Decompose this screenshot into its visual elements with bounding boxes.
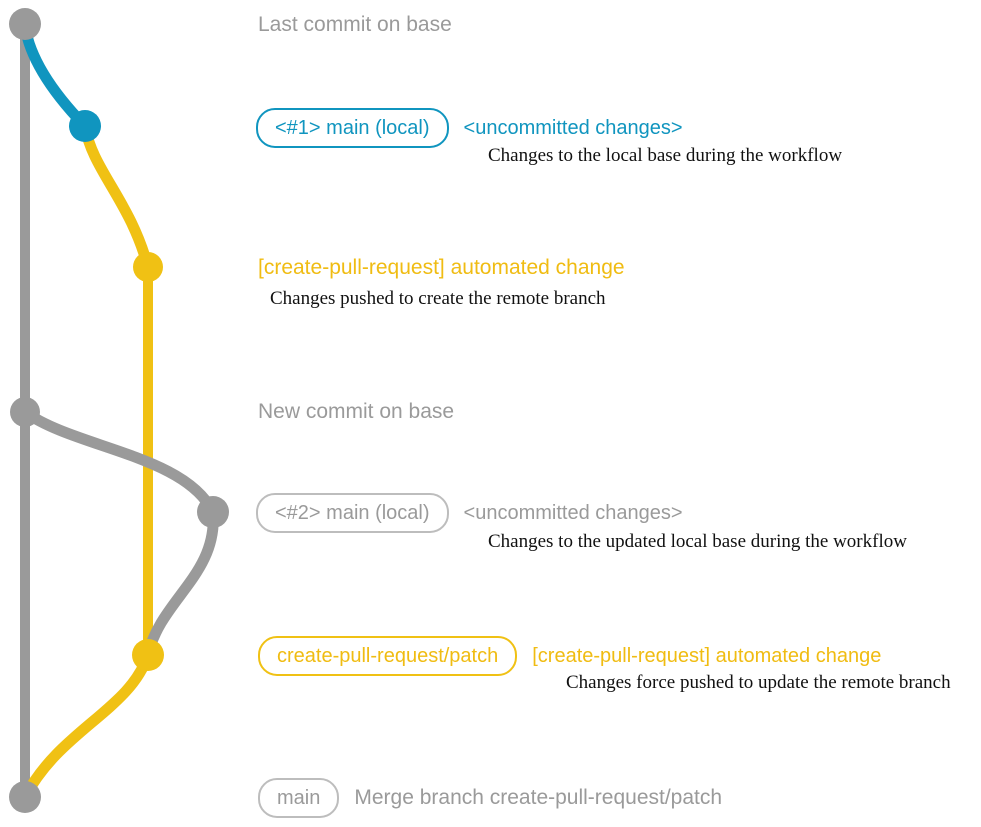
commit-note-cpr-2: Changes force pushed to update the remot…: [566, 672, 951, 693]
commit-message-last-base: Last commit on base: [258, 13, 452, 36]
commit-note-main-1: Changes to the local base during the wor…: [488, 145, 843, 166]
branch-badge-cpr-patch: create-pull-request/patch: [258, 636, 518, 676]
gray-update-curve: [19, 406, 219, 518]
commit-message-cpr-1: [create-pull-request] automated change: [258, 256, 625, 279]
commit-note-cpr-1: Changes pushed to create the remote bran…: [270, 288, 606, 309]
commit-dot-main-2: [197, 496, 229, 528]
branch-badge-main-1: <#1> main (local): [256, 108, 449, 148]
branch-badge-main: main: [258, 778, 340, 818]
branch-badge-main-2: <#2> main (local): [256, 493, 449, 533]
yellow-merge-curve: [19, 649, 154, 803]
commit-message-main-2: <uncommitted changes>: [463, 501, 683, 524]
commit-dot-merge: [9, 781, 41, 813]
commit-dot-cpr-2: [132, 639, 164, 671]
commit-dot-cpr-1: [133, 252, 163, 282]
commit-dot-new-base: [10, 397, 40, 427]
commit-message-cpr-2: [create-pull-request] automated change: [532, 644, 882, 667]
commit-dot-last-base: [9, 8, 41, 40]
commit-message-new-base: New commit on base: [258, 400, 455, 423]
commit-note-main-2: Changes to the updated local base during…: [488, 531, 907, 552]
commit-message-merge: Merge branch create-pull-request/patch: [354, 786, 723, 809]
commit-message-main-1: <uncommitted changes>: [463, 116, 683, 139]
yellow-branch-curve: [79, 120, 154, 273]
blue-branch-curve: [19, 20, 91, 132]
commit-dot-main-1: [69, 110, 101, 142]
gray-merge-curve: [142, 506, 219, 661]
